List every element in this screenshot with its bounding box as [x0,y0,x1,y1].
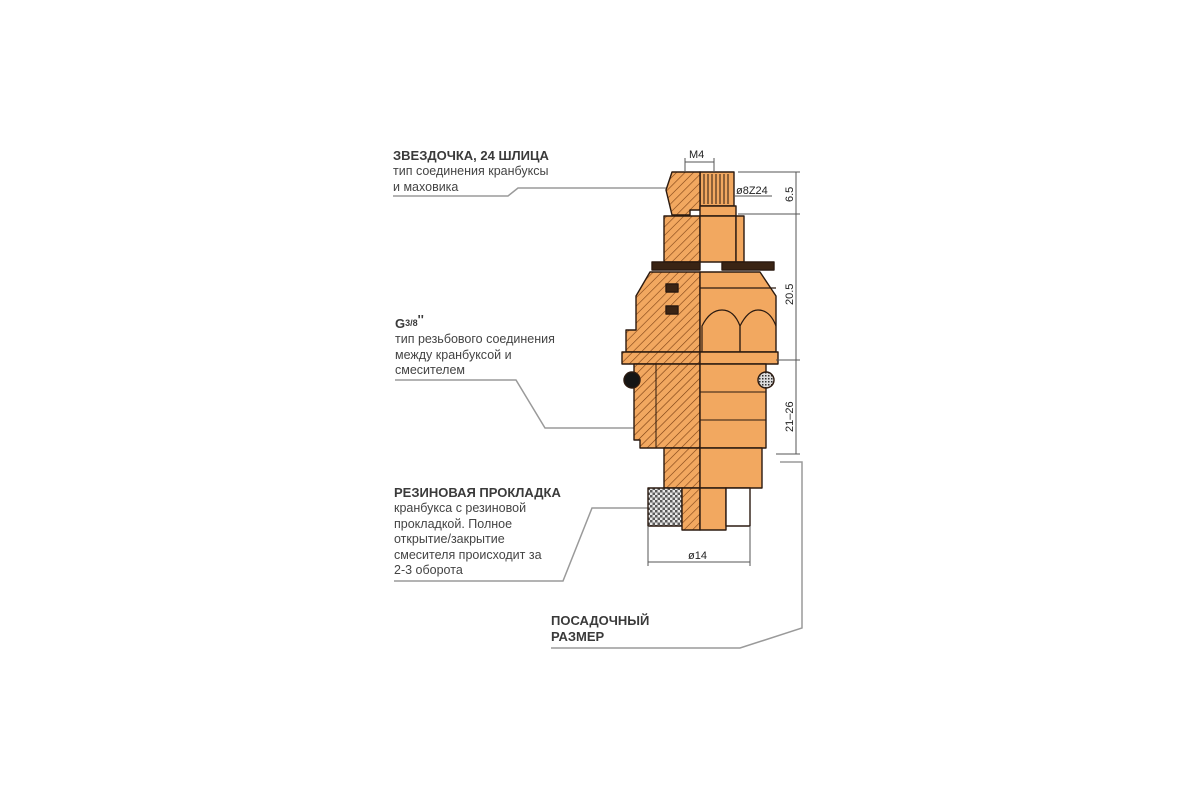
inner-ring-1 [665,283,679,293]
thread-fraction: 3/8 [405,318,418,328]
base-left [681,487,701,531]
top-section-left [665,171,701,216]
flange-right [699,351,779,365]
thread-body-left [633,363,701,449]
callout-thread-line1: тип резьбового соединения [395,332,555,346]
upper-neck-left [663,215,701,263]
callout-gasket: РЕЗИНОВАЯ ПРОКЛАДКА кранбукса с резиново… [394,485,574,579]
callout-gasket-line2: прокладкой. Полное [394,516,513,531]
callout-gasket-line4: смесителя происходит за [394,547,542,562]
callout-gasket-line1: кранбукса с резиновой [394,501,527,515]
callout-gasket-line3: открытие/закрытие [394,532,505,546]
rubber-gasket [647,487,683,527]
callout-seat: ПОСАДОЧНЫЙ РАЗМЕР [551,613,691,645]
dim-top-height: 6.5 [784,187,796,202]
callout-thread: G3/8'' тип резьбового соединения между к… [395,312,575,379]
leader-star [393,187,670,197]
dim-base-diameter: ø14 [688,550,707,562]
callout-gasket-title: РЕЗИНОВАЯ ПРОКЛАДКА [394,485,561,500]
upper-neck-stem [699,215,737,263]
callout-thread-line2: между кранбуксой и [395,347,512,362]
thread-suffix: '' [417,312,424,327]
callout-star-title: ЗВЕЗДОЧКА, 24 ШЛИЦА [393,148,549,163]
o-ring-right [757,371,775,389]
o-ring-left [623,371,641,389]
hex-nut-right [699,271,777,353]
hex-nut-left [625,271,701,353]
callout-seat-line2: РАЗМЕР [551,629,605,644]
inner-ring-2 [665,305,679,315]
callout-seat-line1: ПОСАДОЧНЫЙ [551,613,650,628]
callout-star-line2: и маховика [393,179,459,194]
dimension-lines [647,158,800,566]
dim-mid-height: 20.5 [784,284,796,305]
callout-star: ЗВЕЗДОЧКА, 24 ШЛИЦА тип соединения кранб… [393,148,573,195]
flange-left [621,351,701,365]
hex-facets [700,287,777,352]
leader-gasket [394,507,650,582]
callout-thread-title: G3/8'' [395,312,575,332]
base-stem [699,487,727,531]
callout-gasket-line5: 2-3 оборота [394,563,463,577]
thread-lines [655,364,766,448]
spline-head [699,171,735,207]
thread-g: G [395,316,406,331]
leader-thread [395,379,640,429]
callout-thread-line3: смесителем [395,363,465,377]
lower-stem-right [699,447,763,489]
callout-star-line1: тип соединения кранбуксы [393,164,549,178]
upper-neck-right [735,215,745,263]
dim-spline: ø8Z24 [736,185,768,197]
leader-lines [393,187,803,649]
leader-seat [551,461,803,649]
dim-thread-m4: M4 [689,149,704,161]
stem-collar [699,205,737,217]
washer-left [651,261,701,271]
base-right-white [725,487,751,527]
thread-body-right [699,363,767,449]
valve-body [621,171,779,531]
washer-right [721,261,775,271]
spline-teeth [703,174,729,204]
dim-seat-range: 21–26 [784,401,796,432]
lower-stem-left [663,447,701,489]
